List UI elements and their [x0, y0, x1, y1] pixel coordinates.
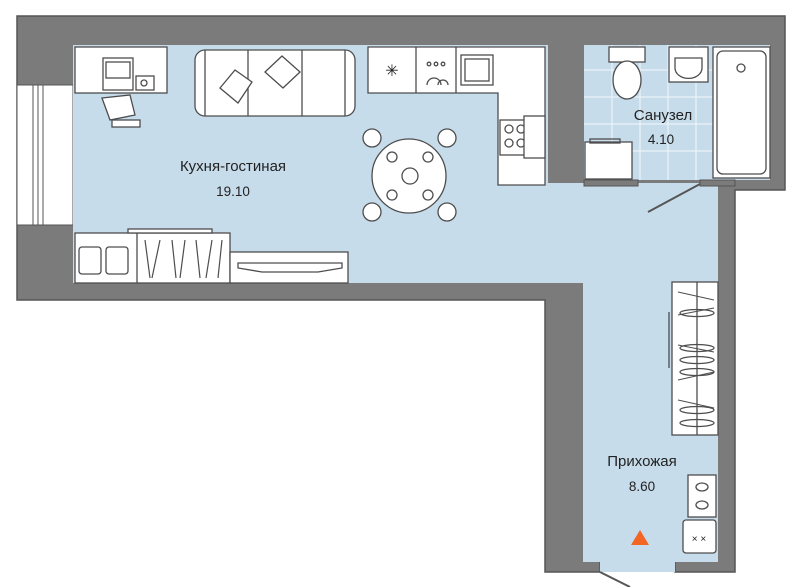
entrance-door[interactable] [599, 571, 631, 587]
dining-table [362, 128, 457, 222]
floor-kitchen-hall [73, 45, 718, 572]
room-area-hallway: 8.60 [629, 479, 655, 494]
room-area-bathroom: 4.10 [648, 132, 674, 147]
bathroom-partition-wall [699, 179, 736, 187]
entrance-marker-icon [631, 530, 649, 545]
room-name-bathroom: Санузел [634, 107, 692, 124]
bathtub [712, 46, 771, 179]
office-chair [101, 94, 141, 128]
shoe-rack [687, 474, 717, 518]
room-name-kitchen-living: Кухня-гостиная [180, 158, 286, 175]
bathroom-partition-wall [583, 179, 639, 187]
kitchen-counter: ✳ [367, 46, 546, 186]
room-area-kitchen-living: 19.10 [216, 184, 250, 199]
toilet [608, 46, 646, 100]
fridge-icon: ✳ [385, 63, 398, 80]
wardrobe-kitchen [74, 228, 231, 284]
wardrobe-hallway [668, 281, 719, 436]
washing-machine [584, 138, 633, 180]
svg-text:× ×: × × [692, 534, 707, 545]
desk-with-laptop [74, 46, 168, 94]
room-name-hallway: Прихожая [607, 453, 677, 470]
sofa [194, 49, 356, 117]
tv-stand [229, 251, 349, 284]
window [16, 84, 74, 226]
sink [668, 46, 709, 83]
pouf: × × [682, 519, 717, 554]
bathroom-door[interactable] [647, 183, 701, 213]
